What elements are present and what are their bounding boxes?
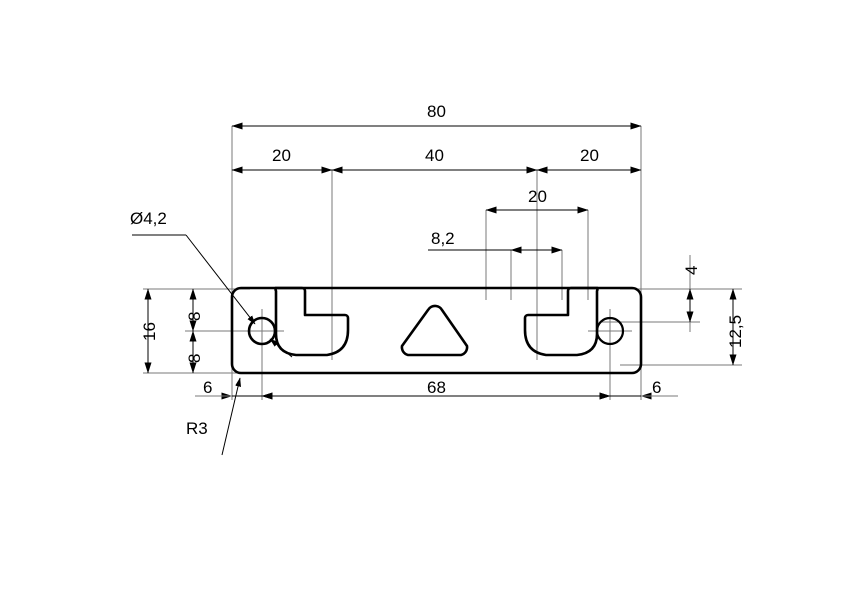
dim-8-lower-label: 8 — [185, 353, 204, 363]
dim-68-label: 68 — [427, 378, 446, 397]
leader-diameter-secondary — [269, 338, 293, 358]
dim-12-5-label: 12,5 — [726, 314, 745, 348]
right-dimension-lines — [686, 288, 737, 366]
mounting-holes — [247, 316, 625, 346]
hole-left — [247, 316, 277, 346]
dim-20-left-label: 20 — [272, 146, 291, 165]
dim-4-label: 4 — [682, 265, 701, 275]
dim-diameter-4-2-label: Ø4,2 — [130, 209, 167, 228]
dim-40-label: 40 — [425, 146, 444, 165]
dim-6-right-label: 6 — [652, 378, 662, 397]
dim-16-label: 16 — [140, 322, 159, 341]
t-slot-groove-right — [523, 286, 599, 357]
left-dimension-lines — [144, 288, 197, 374]
dim-20-right-label: 20 — [580, 146, 599, 165]
t-slot-groove-left — [274, 286, 350, 357]
leader-r3 — [221, 377, 241, 456]
dim-8-2-label: 8,2 — [431, 229, 455, 248]
leader-lines — [132, 234, 293, 456]
dim-8-upper-label: 8 — [185, 311, 204, 321]
dim-20-slot-pair-label: 20 — [528, 187, 547, 206]
top-dimension-lines — [231, 122, 642, 254]
leader-diameter-to-hole — [185, 234, 256, 325]
dim-6-left-label: 6 — [203, 378, 213, 397]
hole-right — [595, 316, 625, 346]
central-triangular-bore — [400, 304, 469, 357]
dim-r3-label: R3 — [186, 419, 208, 438]
part-cross-section-outline — [230, 286, 643, 375]
dim-80-label: 80 — [427, 102, 446, 121]
